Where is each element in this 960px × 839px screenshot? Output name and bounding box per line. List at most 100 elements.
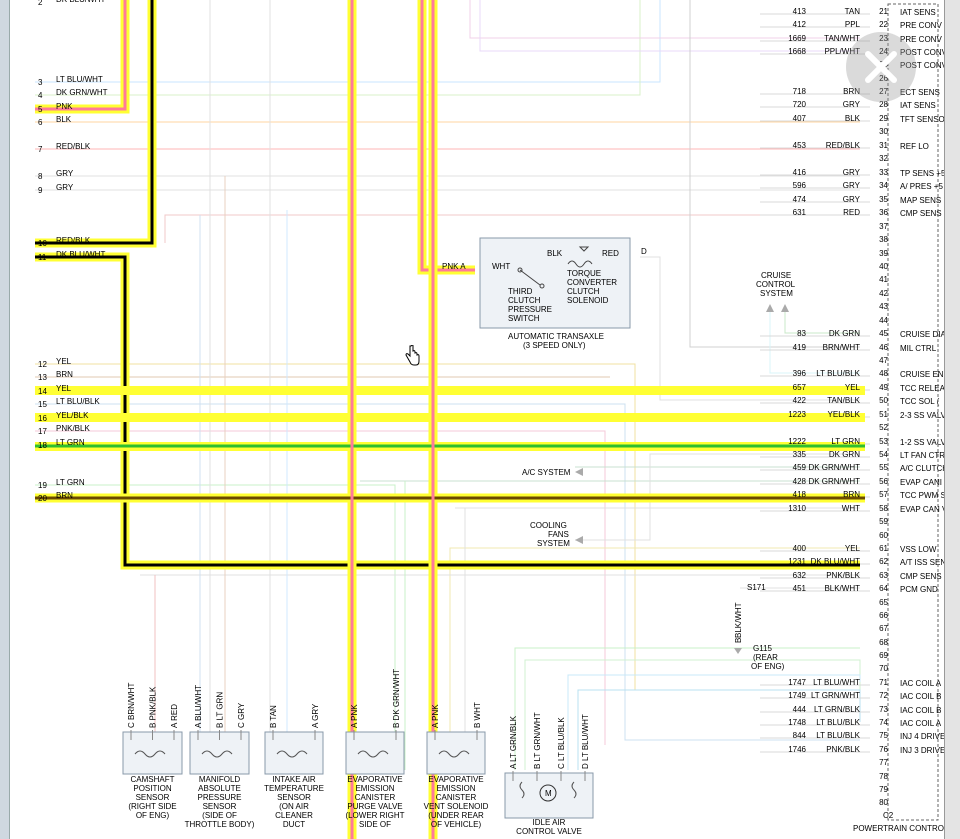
viewer-left-edge <box>0 0 10 839</box>
solenoid-label-1: CONVERTER <box>567 278 617 287</box>
left-pin-number: 10 <box>38 239 47 248</box>
wire-color: YEL <box>845 383 861 392</box>
wire-color: BRN <box>843 87 860 96</box>
component-label: CANISTER <box>436 793 477 802</box>
thin-wire <box>514 647 860 770</box>
pcm-pin-number: 32 <box>879 154 888 163</box>
circuit-number: 422 <box>793 396 807 405</box>
thin-wire <box>577 689 861 770</box>
wire-color: LT BLU/BLK <box>816 731 860 740</box>
circuit-number: 1747 <box>788 678 806 687</box>
pcm-pin-function: CMP SENS <box>900 209 942 218</box>
transaxle-title-1: (3 SPEED ONLY) <box>523 341 586 350</box>
component-label: ABSOLUTE <box>198 784 241 793</box>
wire-core <box>420 0 475 272</box>
left-wire-label: BRN <box>56 370 73 379</box>
cruise-label-0: CRUISE <box>761 271 791 280</box>
sensor-element-icon <box>276 750 308 758</box>
splice-wire-label: BLK/WHT <box>734 602 743 638</box>
pcm-pin-number: 48 <box>879 369 888 378</box>
pcm-pin-number: 37 <box>879 222 888 231</box>
circuit-number: 459 <box>793 463 807 472</box>
component-label: (LOWER RIGHT <box>345 811 404 820</box>
pcm-pin-number: 50 <box>879 396 888 405</box>
wire-highlight <box>35 413 865 422</box>
left-pin-number: 20 <box>38 494 47 503</box>
pcm-pin-number: 29 <box>879 114 888 123</box>
wire-color: DK GRN/WHT <box>808 477 860 486</box>
left-wire-label: YEL/BLK <box>56 411 89 420</box>
wire-color: BRN/WHT <box>823 343 860 352</box>
automatic-transaxle: PNK A WHT BLK RED D THIRD CLUTCH PRESSUR… <box>442 237 647 350</box>
circuit-number: 83 <box>797 329 806 338</box>
pcm-pin-number: 69 <box>879 651 888 660</box>
left-wire-label: LT BLU/WHT <box>56 75 103 84</box>
pcm-pin-function: CMP SENS <box>900 572 942 581</box>
wire-color: GRY <box>843 168 861 177</box>
component-label: SENSOR <box>136 793 170 802</box>
left-wire-label: LT GRN <box>56 478 85 487</box>
circuit-number: 1748 <box>788 718 806 727</box>
pcm-pin-number: 52 <box>879 423 888 432</box>
left-pin-number: 13 <box>38 373 47 382</box>
left-wire-label: YEL <box>56 384 72 393</box>
ac-system-label: A/C SYSTEM <box>522 468 571 477</box>
pcm-pin-number: 55 <box>879 463 888 472</box>
component-pin-label: A GRY <box>311 703 320 728</box>
thin-wire <box>469 0 860 39</box>
pcm-pin-number: 68 <box>879 638 888 647</box>
left-wire-label: DK BLU/WHT <box>56 0 105 4</box>
wire-color: TAN/WHT <box>824 34 860 43</box>
component-label: CAMSHAFT <box>131 775 175 784</box>
circuit-number: 413 <box>793 7 807 16</box>
circuit-number: 596 <box>793 181 807 190</box>
component-label: EVAPORATIVE <box>428 775 483 784</box>
pcm-pin-number: 34 <box>879 181 888 190</box>
circuit-number: 1746 <box>788 745 806 754</box>
g115-label-1: (REAR <box>753 653 778 662</box>
pcm-pin-number: 57 <box>879 490 888 499</box>
left-pin-number: 12 <box>38 360 47 369</box>
pcm-pin-function: IAC COIL B <box>900 706 942 715</box>
pcm-pin-number: 80 <box>879 798 888 807</box>
pcm-pin-number: 54 <box>879 450 888 459</box>
solenoid-coil-icon <box>567 260 593 268</box>
circuit-number: 1668 <box>788 47 806 56</box>
transaxle-title-0: AUTOMATIC TRANSAXLE <box>508 332 604 341</box>
left-pin-number: 2 <box>38 0 43 7</box>
component-label: CLEANER <box>275 811 313 820</box>
pcm-pin-function: IAC COIL A <box>900 719 942 728</box>
pcm-pin-number: 31 <box>879 141 888 150</box>
component-label: CANISTER <box>355 793 396 802</box>
close-icon <box>865 51 897 83</box>
cruise-label-1: CONTROL <box>756 280 796 289</box>
pcm-pin-number: 59 <box>879 517 888 526</box>
pcm-pin-number: 21 <box>879 7 888 16</box>
cruise-control-system: CRUISE CONTROL SYSTEM <box>756 271 796 312</box>
component-pin-label: A RED <box>170 704 179 728</box>
wire-color: LT GRN <box>831 437 860 446</box>
component-pin-label: A PNK <box>431 704 440 728</box>
thin-wire <box>35 0 661 83</box>
wire-color: DK GRN <box>829 450 860 459</box>
circuit-number: 844 <box>793 731 807 740</box>
circuit-number: 657 <box>793 383 807 392</box>
left-pin-number: 18 <box>38 441 47 450</box>
left-pin-number: 8 <box>38 172 43 181</box>
close-button[interactable] <box>846 32 916 102</box>
left-wire-label: PNK <box>56 102 73 111</box>
wire-color: BRN <box>843 490 860 499</box>
component-pin-label: D LT BLU/WHT <box>581 714 590 769</box>
switch-label-2: PRESSURE <box>508 305 552 314</box>
pcm-pin-function: IAC COIL A <box>900 679 942 688</box>
pcm-pin-function: CRUISE DIA <box>900 330 946 339</box>
thin-wire <box>640 256 860 401</box>
g115-label-0: G115 <box>753 644 773 653</box>
transaxle-pin-label: PNK A <box>442 262 466 271</box>
switch-label-1: CLUTCH <box>508 296 541 305</box>
left-wire-label: BLK <box>56 115 72 124</box>
